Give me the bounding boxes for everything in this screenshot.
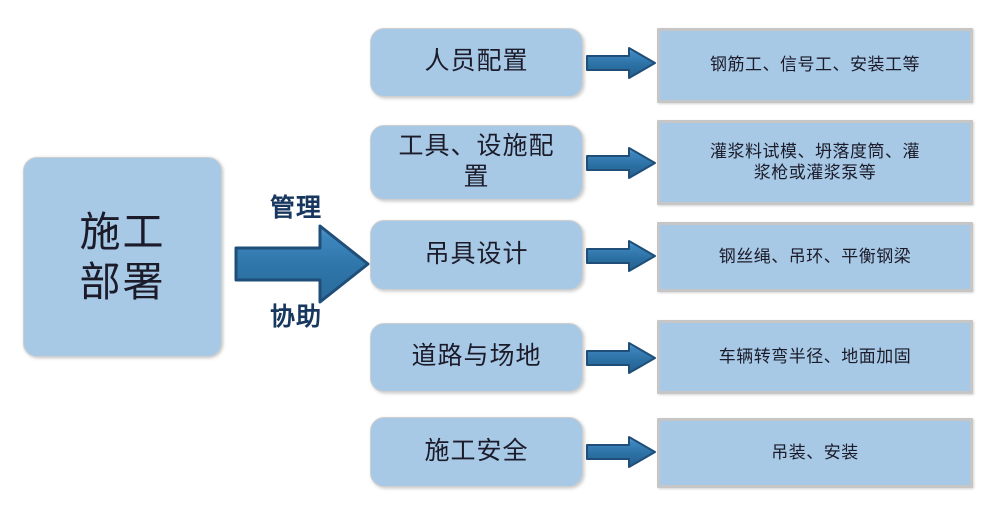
node-detail-5[interactable]: 吊装、安装 — [657, 418, 973, 488]
node-category-4-line-1: 道路与场地 — [411, 343, 542, 371]
node-detail-1-text: 钢筋工、信号工、安装工等 — [710, 55, 920, 76]
node-category-4-text: 道路与场地 — [411, 342, 541, 373]
node-category-2-text: 工具、设施配 置 — [398, 132, 554, 193]
node-detail-4-line-1: 车辆转弯半径、地面加固 — [718, 346, 912, 366]
row-arrow-2 — [585, 145, 657, 181]
edge-label-manage: 管理 — [269, 195, 322, 222]
node-detail-4[interactable]: 车辆转弯半径、地面加固 — [657, 320, 973, 394]
node-detail-3-text: 钢丝绳、吊环、平衡钢梁 — [719, 247, 912, 268]
node-detail-5-line-1: 吊装、安装 — [771, 442, 859, 462]
edge-label-assist: 协助 — [269, 304, 322, 331]
node-detail-3-line-1: 钢丝绳、吊环、平衡钢梁 — [718, 246, 912, 266]
node-category-3-line-1: 吊具设计 — [424, 240, 529, 268]
node-root-line-2: 部署 — [79, 259, 166, 305]
node-category-2-line-2: 置 — [463, 163, 490, 191]
node-root-construction-deployment[interactable]: 施工 部署 — [23, 157, 222, 357]
node-category-3[interactable]: 吊具设计 — [370, 220, 583, 290]
node-detail-5-text: 吊装、安装 — [771, 443, 859, 464]
node-detail-1-line-1: 钢筋工、信号工、安装工等 — [710, 55, 920, 75]
node-category-4[interactable]: 道路与场地 — [370, 323, 583, 392]
node-root-line-1: 施工 — [79, 208, 166, 255]
node-category-1[interactable]: 人员配置 — [370, 28, 583, 97]
node-detail-2-line-1: 灌浆料试模、坍落度筒、灌 — [710, 141, 920, 161]
node-detail-2-text: 灌浆料试模、坍落度筒、灌 浆枪或灌浆泵等 — [710, 142, 920, 183]
node-category-5-text: 施工安全 — [424, 437, 528, 468]
node-detail-3[interactable]: 钢丝绳、吊环、平衡钢梁 — [657, 222, 973, 292]
node-category-2[interactable]: 工具、设施配 置 — [370, 125, 583, 200]
node-category-5-line-1: 施工安全 — [424, 437, 529, 465]
node-category-1-text: 人员配置 — [424, 47, 528, 78]
main-arrow — [234, 222, 370, 306]
node-category-5[interactable]: 施工安全 — [370, 417, 583, 487]
node-category-3-text: 吊具设计 — [424, 240, 528, 271]
row-arrow-5 — [585, 434, 657, 470]
row-arrow-4 — [585, 340, 657, 376]
node-category-2-line-1: 工具、设施配 — [398, 133, 555, 160]
row-arrow-3 — [585, 238, 657, 274]
node-detail-4-text: 车辆转弯半径、地面加固 — [719, 347, 912, 368]
node-category-1-line-1: 人员配置 — [424, 48, 529, 76]
row-arrow-1 — [585, 45, 657, 81]
node-detail-2[interactable]: 灌浆料试模、坍落度筒、灌 浆枪或灌浆泵等 — [657, 120, 973, 205]
node-root-text: 施工 部署 — [80, 207, 166, 307]
node-detail-1[interactable]: 钢筋工、信号工、安装工等 — [657, 28, 973, 103]
node-detail-2-line-2: 浆枪或灌浆泵等 — [753, 162, 877, 182]
